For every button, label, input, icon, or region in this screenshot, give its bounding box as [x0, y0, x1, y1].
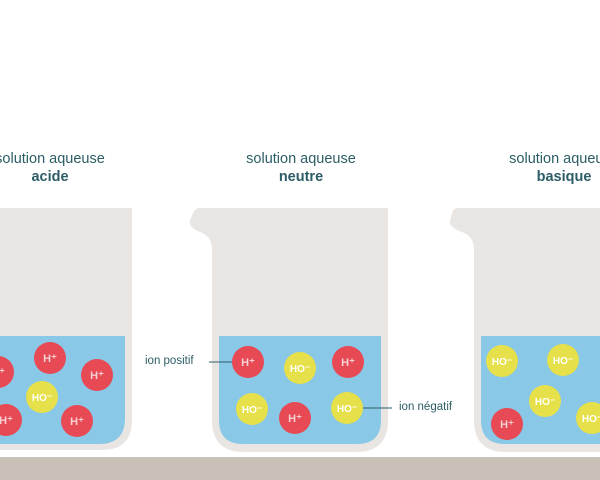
ion-symbol: HO⁻	[553, 356, 573, 367]
ion-circle	[486, 345, 518, 377]
ion-symbol: H⁺	[500, 419, 514, 431]
ion-ho-minus: HO⁻	[576, 402, 600, 434]
ion-circle	[0, 404, 22, 436]
caption-neutre-line1: solution aqueuse	[246, 151, 356, 167]
ion-circle	[279, 402, 311, 434]
ion-ho-minus: HO⁻	[26, 381, 58, 413]
caption-basique-line2: basique	[536, 169, 592, 185]
ion-circle	[332, 346, 364, 378]
label-positive-ion: ion positif	[145, 355, 194, 367]
ion-symbol: HO⁻	[32, 393, 52, 404]
ion-circle	[491, 408, 523, 440]
ion-symbol: H⁺	[0, 367, 5, 379]
shelf	[0, 457, 600, 480]
ion-symbol: H⁺	[90, 370, 104, 382]
ion-h-plus: H⁺	[0, 404, 22, 436]
ion-layer: H⁺ H⁺ H⁺ HO⁻ H⁺ H⁺ H⁺ HO⁻ H⁺ HO⁻ H⁺ HO⁻ HO⁻ HO⁻ HO⁻ H⁺ H…	[0, 342, 600, 440]
ion-ho-minus: HO⁻	[547, 344, 579, 376]
ion-symbol: HO⁻	[582, 414, 600, 425]
ion-symbol: HO⁻	[290, 364, 310, 375]
caption-basique-line1: solution aqueuse	[509, 151, 600, 167]
ion-circle	[34, 342, 66, 374]
ion-ho-minus: HO⁻	[236, 393, 268, 425]
caption-neutre: solution aqueuse neutre	[181, 150, 421, 186]
caption-acide-line2: acide	[31, 169, 69, 185]
ion-ho-minus: HO⁻	[331, 392, 363, 424]
ion-symbol: HO⁻	[492, 357, 512, 368]
ion-circle	[529, 385, 561, 417]
ion-ho-minus: HO⁻	[529, 385, 561, 417]
ion-symbol: H⁺	[341, 357, 355, 369]
ion-circle	[26, 381, 58, 413]
ion-symbol: HO⁻	[535, 397, 555, 408]
ion-circle	[547, 344, 579, 376]
caption-neutre-line2: neutre	[278, 169, 324, 185]
ion-h-plus: H⁺	[34, 342, 66, 374]
ion-h-plus: H⁺	[0, 356, 14, 388]
ion-h-plus: H⁺	[232, 346, 264, 378]
ion-circle	[0, 356, 14, 388]
ion-symbol: H⁺	[241, 357, 255, 369]
caption-acide-line1: solution aqueuse	[0, 151, 105, 167]
ion-circle	[236, 393, 268, 425]
ion-symbol: H⁺	[0, 415, 13, 427]
ion-circle	[284, 352, 316, 384]
ion-h-plus: H⁺	[332, 346, 364, 378]
ion-h-plus: H⁺	[279, 402, 311, 434]
caption-basique: solution aqueuse basique	[444, 150, 600, 186]
ion-symbol: H⁺	[43, 353, 57, 365]
caption-acide: solution aqueuse acide	[0, 150, 170, 186]
ion-h-plus: H⁺	[81, 359, 113, 391]
ion-circle	[81, 359, 113, 391]
ion-symbol: H⁺	[288, 413, 302, 425]
label-negative-ion: ion négatif	[399, 401, 453, 413]
ion-circle	[576, 402, 600, 434]
ion-symbol: H⁺	[70, 416, 84, 428]
ion-symbol: HO⁻	[337, 404, 357, 415]
ion-ho-minus: HO⁻	[284, 352, 316, 384]
ion-ho-minus: HO⁻	[486, 345, 518, 377]
ion-circle	[331, 392, 363, 424]
ion-h-plus: H⁺	[491, 408, 523, 440]
ion-circle	[232, 346, 264, 378]
ion-circle	[61, 405, 93, 437]
ion-h-plus: H⁺	[61, 405, 93, 437]
ion-symbol: HO⁻	[242, 405, 262, 416]
